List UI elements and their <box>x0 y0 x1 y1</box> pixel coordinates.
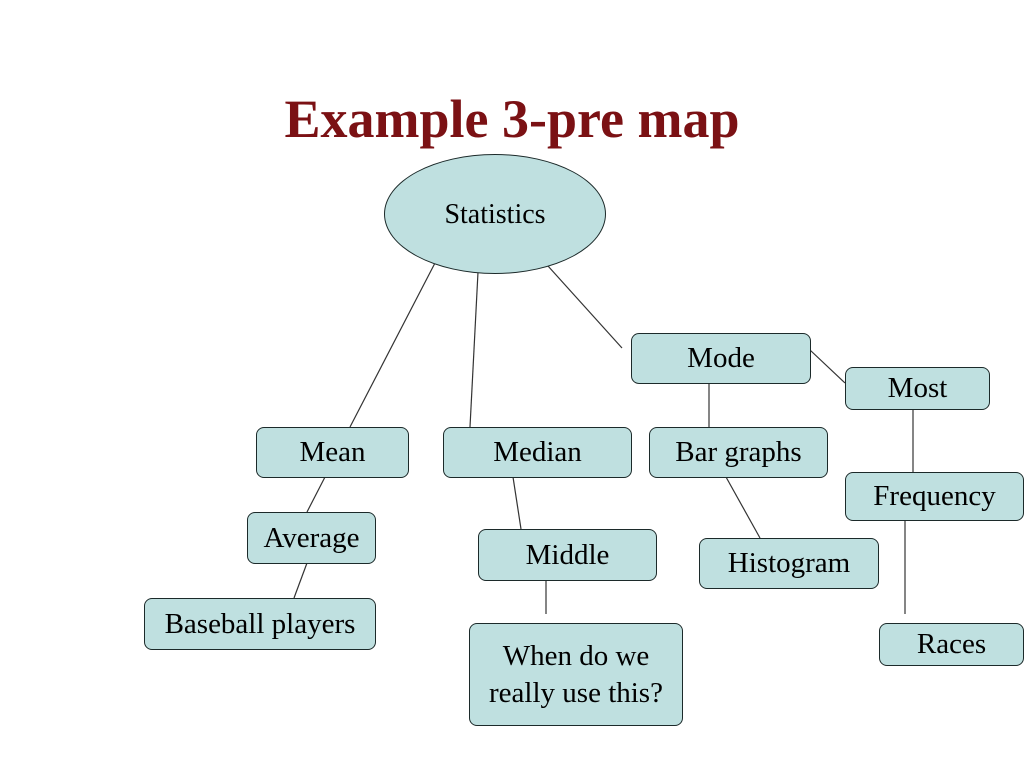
node-median: Median <box>443 427 632 478</box>
node-mean: Mean <box>256 427 409 478</box>
edge-statistics-median <box>469 271 479 428</box>
node-statistics: Statistics <box>384 154 606 274</box>
node-frequency: Frequency <box>845 472 1024 521</box>
node-bar-graphs: Bar graphs <box>649 427 828 478</box>
edge-mode-most <box>809 349 846 384</box>
edge-bar-histogram <box>725 476 761 539</box>
node-average: Average <box>247 512 376 564</box>
edge-statistics-mode <box>547 265 623 349</box>
edge-median-middle <box>512 476 522 530</box>
node-most: Most <box>845 367 990 410</box>
edge-average-baseball <box>293 562 308 599</box>
node-races: Races <box>879 623 1024 666</box>
node-mode: Mode <box>631 333 811 384</box>
node-baseball-players: Baseball players <box>144 598 376 650</box>
page-title: Example 3-pre map <box>284 89 740 149</box>
node-middle: Middle <box>478 529 657 581</box>
node-when-use: When do we really use this? <box>469 623 683 726</box>
edge-mean-average <box>306 476 326 513</box>
edge-statistics-mean <box>349 262 436 428</box>
node-histogram: Histogram <box>699 538 879 589</box>
